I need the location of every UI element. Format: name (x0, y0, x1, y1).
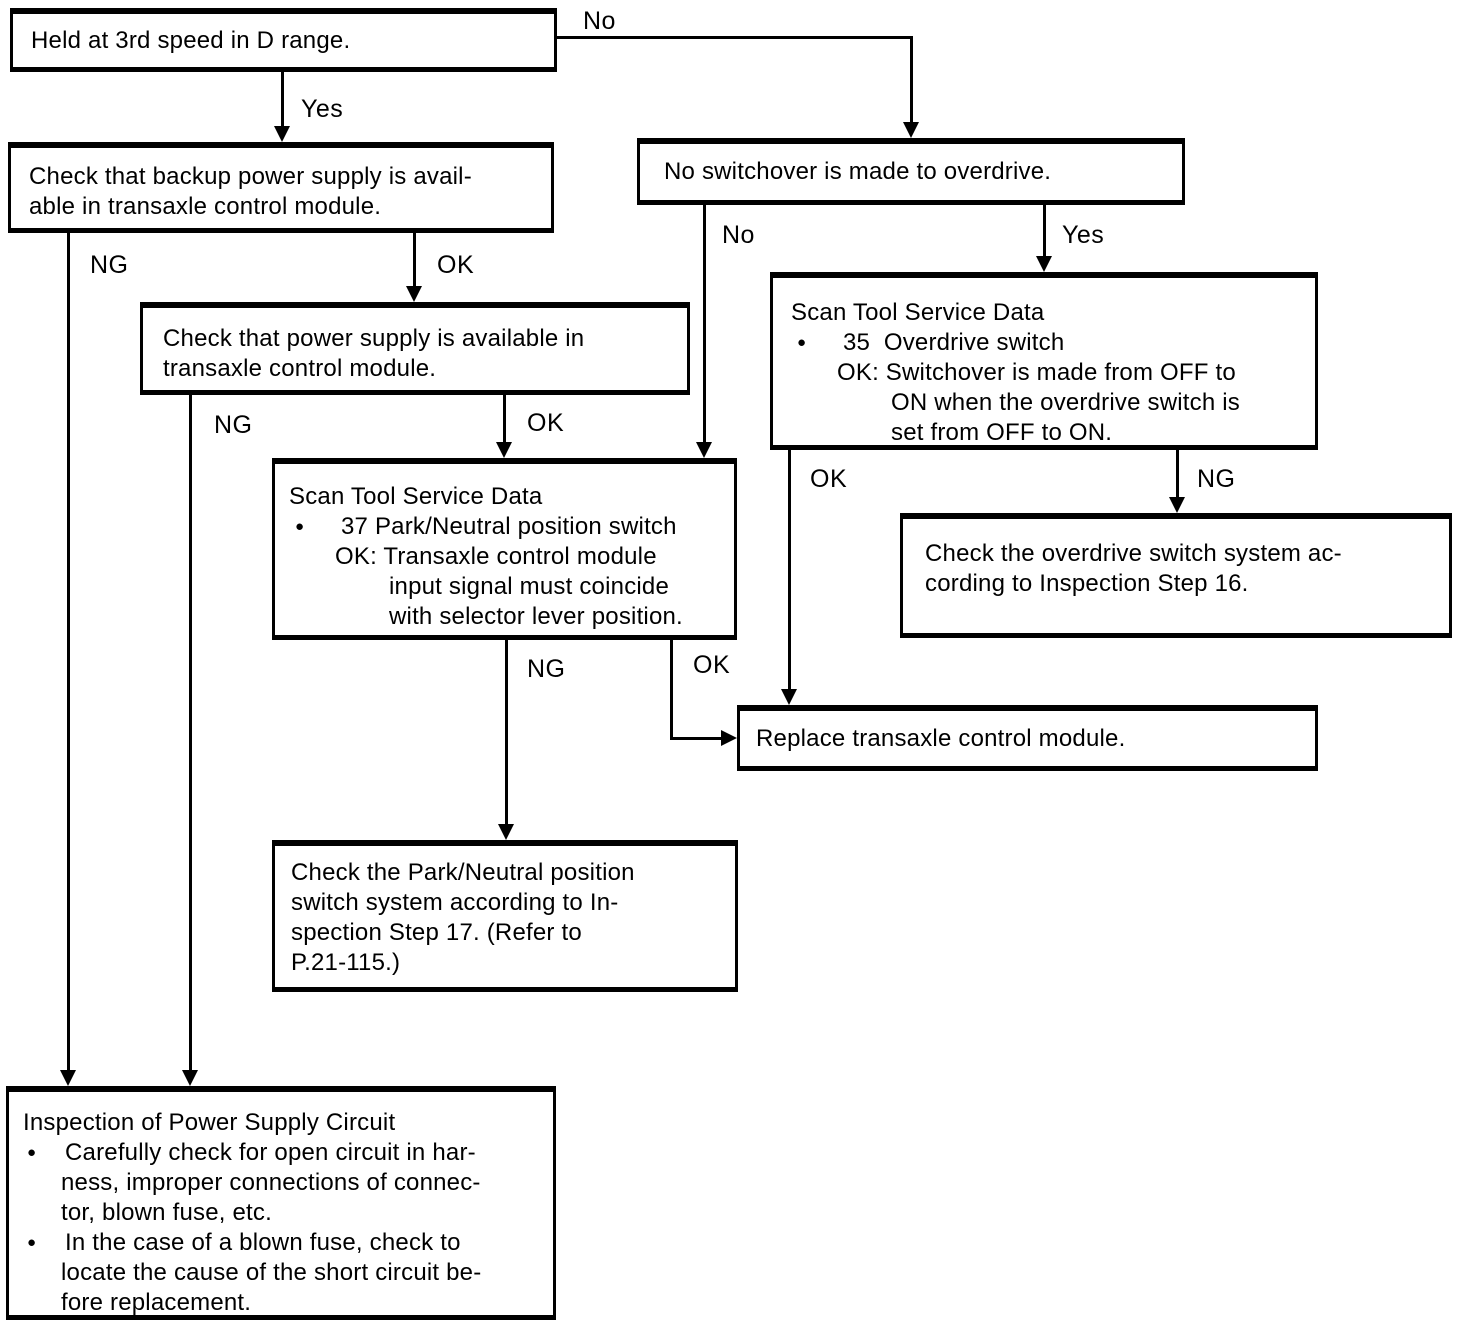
node-text-line: Scan Tool Service Data (289, 483, 543, 510)
node-inspection-power-supply: Inspection of Power Supply Circuit ● Car… (6, 1086, 556, 1320)
connector-a-yes (281, 72, 284, 130)
connector-b-ng (67, 233, 70, 1074)
bullet-icon: ● (27, 1144, 37, 1161)
node-text-line: tor, blown fuse, etc. (61, 1199, 272, 1226)
node-text-line: Replace transaxle control module. (756, 725, 1126, 752)
node-text-line: No switchover is made to overdrive. (664, 158, 1052, 185)
edge-label-ok: OK (437, 251, 475, 279)
edge-label-yes: Yes (1062, 221, 1105, 249)
node-text-line: P.21-115.) (291, 949, 401, 976)
connector-b-ok (413, 233, 416, 290)
node-text-line: Check the overdrive switch system ac- (925, 540, 1342, 567)
node-check-overdrive-switch: Check the overdrive switch system ac- co… (900, 513, 1452, 638)
node-check-pn-switch: Check the Park/Neutral position switch s… (272, 840, 738, 992)
edge-label-ng: NG (90, 251, 129, 279)
node-text-line: OK: Transaxle control module (335, 543, 657, 570)
node-text-line: 37 Park/Neutral position switch (341, 513, 677, 540)
node-text-line: with selector lever position. (389, 603, 683, 630)
node-text-line: Check that power supply is available in (163, 325, 585, 352)
node-text-line: 35 Overdrive switch (843, 329, 1065, 356)
node-text-line: set from OFF to ON. (891, 419, 1113, 446)
bullet-icon: ● (27, 1234, 37, 1251)
arrowhead-into-inspection-left (60, 1070, 76, 1086)
edge-label-ok: OK (810, 465, 848, 493)
node-text-line: ON when the overdrive switch is (891, 389, 1240, 416)
edge-label-no: No (722, 221, 755, 249)
node-text-line: fore replacement. (61, 1289, 252, 1316)
edge-label-ng: NG (214, 411, 253, 439)
node-check-backup-power: Check that backup power supply is avail-… (8, 142, 554, 233)
node-text-line: able in transaxle control module. (29, 193, 382, 220)
node-check-power-supply: Check that power supply is available in … (140, 302, 690, 395)
edge-label-ok: OK (527, 409, 565, 437)
connector-a-no-vertical (910, 36, 913, 126)
connector-d-ok-horizontal (670, 737, 723, 740)
arrowhead-into-no-switchover (903, 122, 919, 138)
node-text-line: input signal must coincide (389, 573, 670, 600)
arrowhead-into-check-power (406, 286, 422, 302)
node-text-line: Check the Park/Neutral position (291, 859, 635, 886)
node-text-line: cording to Inspection Step 16. (925, 570, 1249, 597)
arrowhead-into-replace-left (721, 730, 737, 746)
arrowhead-into-overdrive-check (1169, 497, 1185, 513)
node-text-line: Scan Tool Service Data (791, 299, 1045, 326)
node-text-line: switch system according to In- (291, 889, 619, 916)
bullet-icon: ● (797, 334, 807, 351)
connector-e-yes (1043, 205, 1046, 260)
edge-label-yes: Yes (301, 95, 344, 123)
node-text-line: ness, improper connections of connec- (61, 1169, 481, 1196)
connector-f-ng (1176, 450, 1179, 501)
connector-c-ok (503, 395, 506, 446)
edge-label-ok: OK (693, 651, 731, 679)
connector-c-ng (189, 395, 192, 1074)
bullet-icon: ● (295, 518, 305, 535)
edge-label-no: No (583, 7, 616, 35)
edge-label-ng: NG (1197, 465, 1236, 493)
node-text-line: OK: Switchover is made from OFF to (837, 359, 1236, 386)
node-text-line: In the case of a blown fuse, check to (65, 1229, 461, 1256)
connector-a-no-horizontal (557, 36, 912, 39)
node-text-line: Inspection of Power Supply Circuit (23, 1109, 396, 1136)
node-held-3rd-speed: Held at 3rd speed in D range. (10, 8, 557, 72)
edge-label-ng: NG (527, 655, 566, 683)
arrowhead-into-scan37-left (496, 442, 512, 458)
connector-d-ok-vertical (670, 640, 673, 740)
node-text-line: Carefully check for open circuit in har- (65, 1139, 476, 1166)
connector-d-ng (505, 640, 508, 828)
arrowhead-into-check-backup (274, 126, 290, 142)
node-text-line: locate the cause of the short circuit be… (61, 1259, 482, 1286)
node-text-line: transaxle control module. (163, 355, 437, 382)
node-text-line: Check that backup power supply is avail- (29, 163, 472, 190)
connector-e-no (703, 205, 706, 446)
arrowhead-into-scan37-right (696, 442, 712, 458)
arrowhead-into-pn-check (498, 824, 514, 840)
node-text-line: Held at 3rd speed in D range. (31, 27, 351, 54)
arrowhead-into-scan35 (1036, 256, 1052, 272)
node-no-switchover: No switchover is made to overdrive. (637, 138, 1185, 205)
node-scan-tool-35: Scan Tool Service Data ● 35 Overdrive sw… (770, 272, 1318, 450)
arrowhead-into-replace-top (781, 689, 797, 705)
arrowhead-into-inspection-right (182, 1070, 198, 1086)
node-text-line: spection Step 17. (Refer to (291, 919, 582, 946)
connector-f-ok (788, 450, 791, 693)
node-replace-tcm: Replace transaxle control module. (737, 705, 1318, 771)
node-scan-tool-37: Scan Tool Service Data ● 37 Park/Neutral… (272, 458, 737, 640)
